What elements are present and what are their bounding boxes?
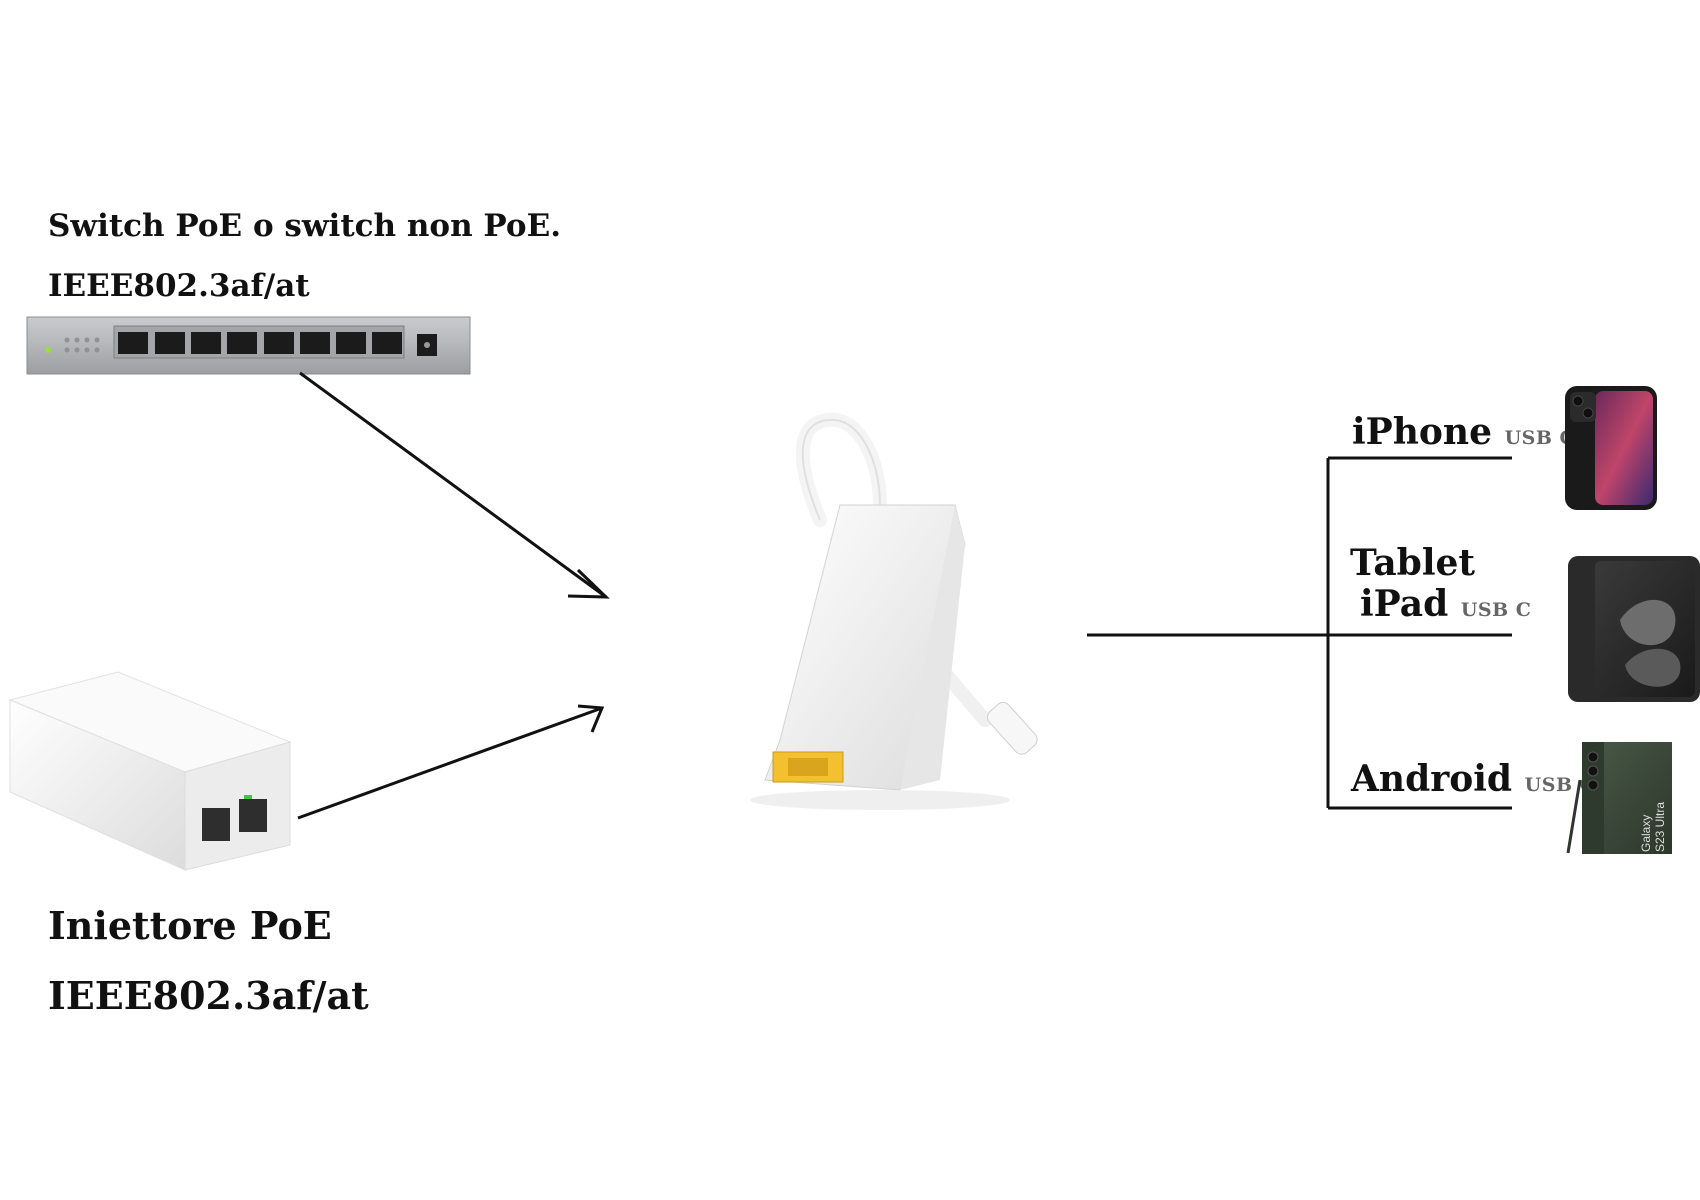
arrow-injector-to-adapter (297, 704, 605, 820)
device-label-ipad: iPad USB C (1360, 583, 1531, 625)
ipad-name: iPad (1360, 583, 1449, 625)
injector-label-line1: Iniettore PoE (48, 903, 332, 948)
ipad-image (1568, 556, 1700, 702)
switch-label-line1: Switch PoE o switch non PoE. (48, 208, 561, 244)
poe-usb-c-adapter-image (750, 412, 1038, 810)
android-name: Android (1351, 758, 1513, 800)
poe-injector-image (8, 671, 292, 871)
ipad-connector: USB C (1460, 599, 1532, 621)
device-label-iphone: iPhone USB C (1352, 411, 1575, 453)
poe-switch-image (26, 316, 471, 375)
iphone-name: iPhone (1352, 411, 1493, 453)
android-phone-image: Galaxy S23 Ultra (1566, 742, 1672, 854)
device-label-tablet: Tablet (1350, 542, 1476, 584)
iphone-image (1565, 386, 1657, 510)
arrow-switch-to-adapter (299, 371, 610, 599)
injector-label-line2: IEEE802.3af/at (48, 973, 369, 1018)
galaxy-label-line2: S23 Ultra (1653, 802, 1667, 852)
device-bracket (1087, 456, 1512, 810)
switch-label-line2: IEEE802.3af/at (48, 268, 310, 304)
galaxy-label-line1: Galaxy (1639, 815, 1653, 852)
iphone-connector: USB C (1504, 427, 1576, 449)
